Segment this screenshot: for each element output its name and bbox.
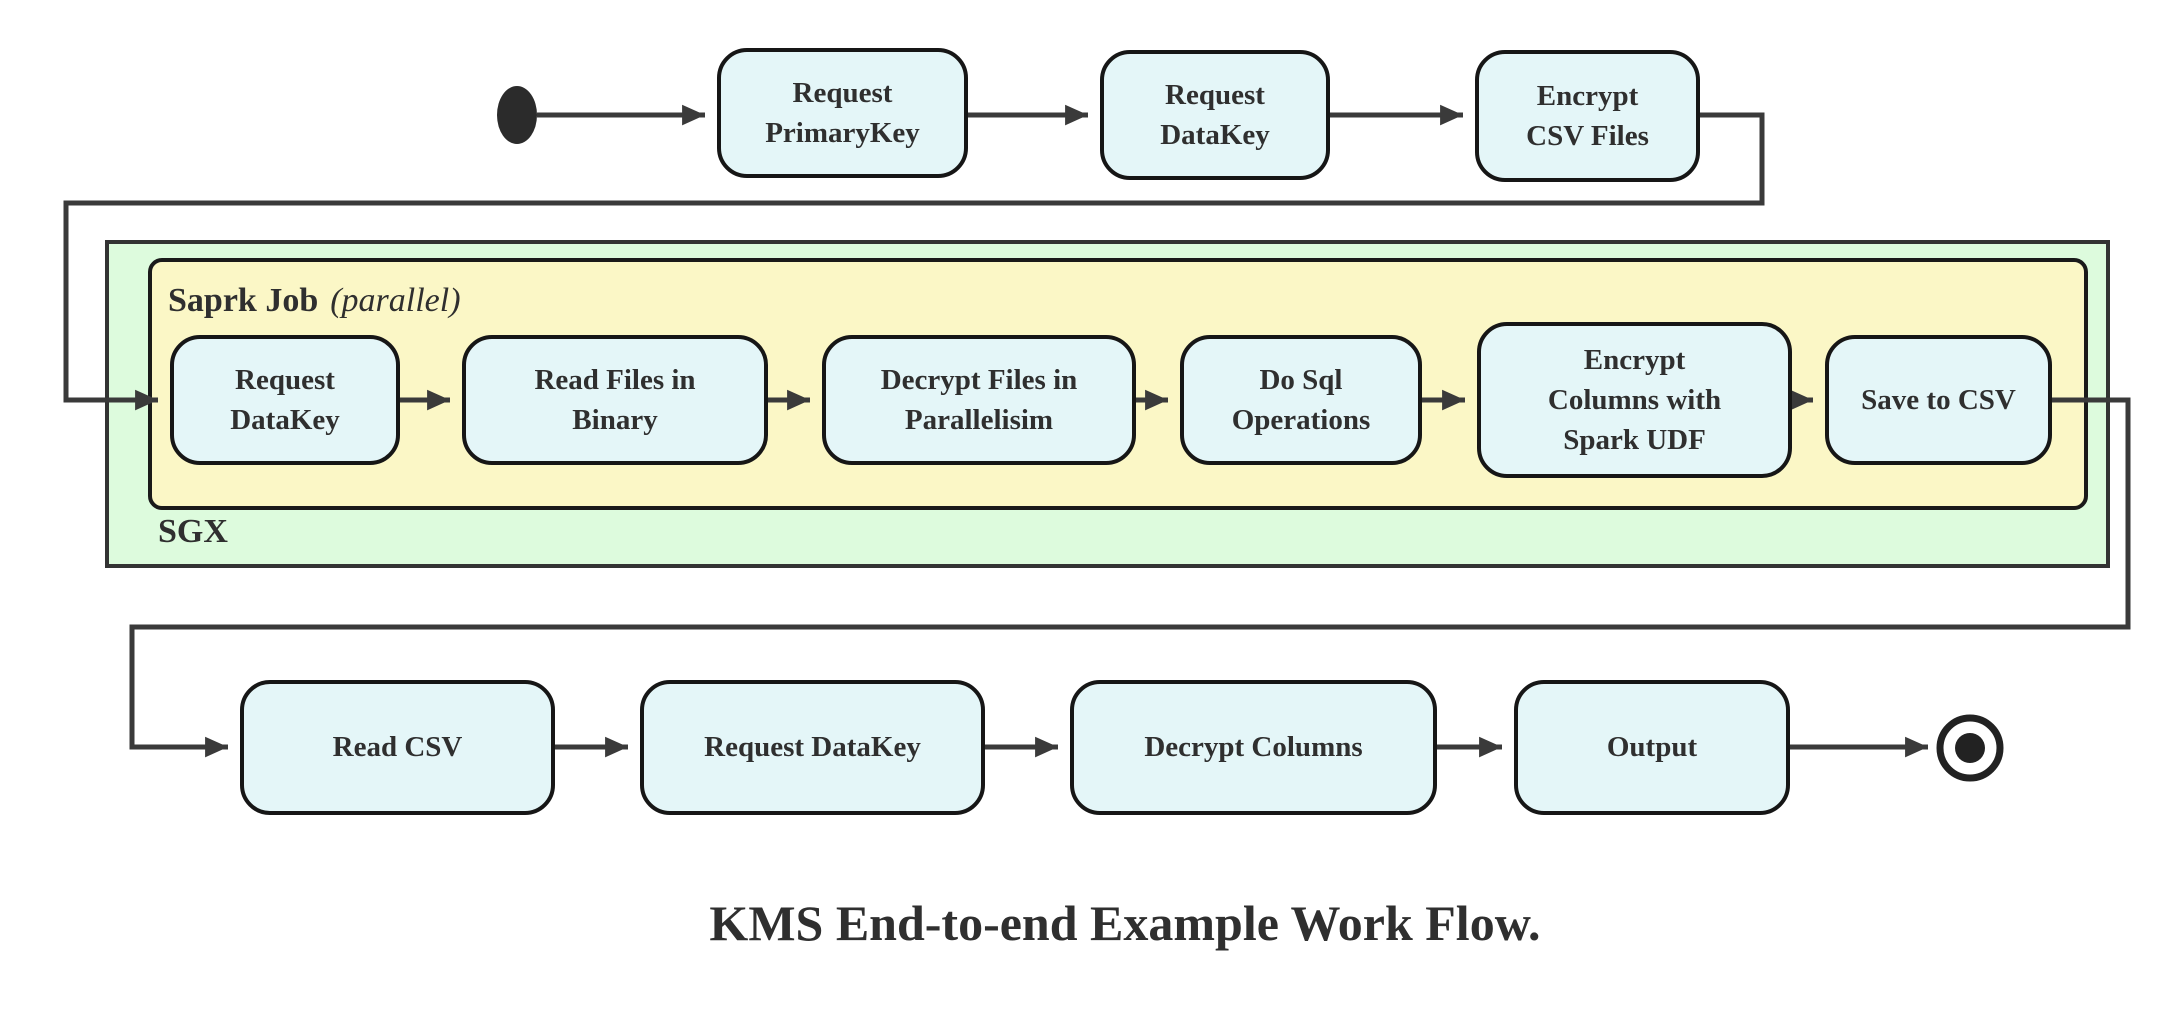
- end-node-ring-icon: [1936, 714, 2004, 782]
- activity-node-decrypt-columns: Decrypt Columns: [1070, 680, 1437, 815]
- activity-node-decrypt-files-in-parallelisim: Decrypt Files in Parallelisim: [822, 335, 1136, 465]
- activity-node-encrypt-csv-files: Encrypt CSV Files: [1475, 50, 1700, 182]
- activity-node-read-csv: Read CSV: [240, 680, 555, 815]
- start-node-icon: [497, 86, 537, 144]
- activity-node-encrypt-columns-spark-udf: Encrypt Columns with Spark UDF: [1477, 322, 1792, 478]
- activity-node-request-primarykey: Request PrimaryKey: [717, 48, 968, 178]
- spark-job-label: Saprk Job (parallel): [168, 282, 461, 320]
- activity-node-read-files-in-binary: Read Files in Binary: [462, 335, 768, 465]
- activity-node-save-to-csv: Save to CSV: [1825, 335, 2052, 465]
- diagram-caption: KMS End-to-end Example Work Flow.: [709, 895, 1541, 951]
- activity-node-do-sql-operations: Do Sql Operations: [1180, 335, 1422, 465]
- activity-node-output: Output: [1514, 680, 1790, 815]
- end-node-dot-icon: [1955, 733, 1985, 763]
- activity-node-request-datakey-bottom: Request DataKey: [640, 680, 985, 815]
- activity-node-request-datakey-top: Request DataKey: [1100, 50, 1330, 180]
- sgx-label: SGX: [158, 513, 228, 550]
- spark-job-title: Saprk Job: [168, 282, 319, 319]
- spark-job-qualifier: (parallel): [330, 282, 461, 319]
- activity-node-sgx-request-datakey: Request DataKey: [170, 335, 400, 465]
